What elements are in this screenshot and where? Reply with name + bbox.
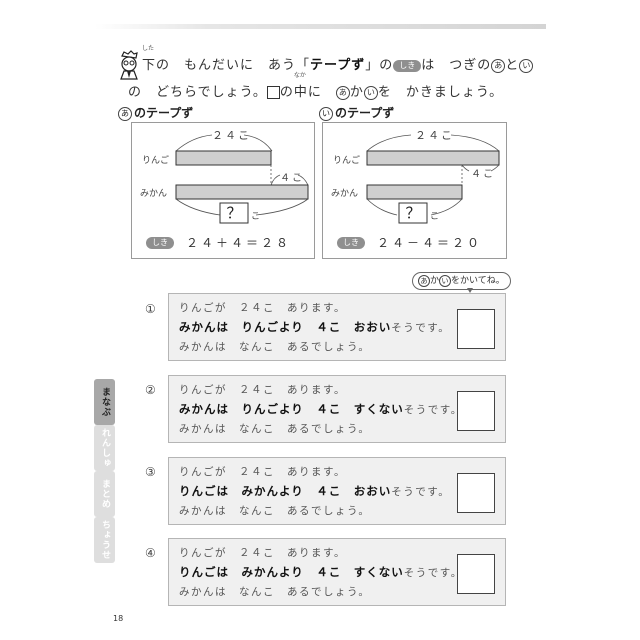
apple-label: りんご xyxy=(142,156,170,166)
tab-chousen[interactable]: ちょうせん xyxy=(79,517,115,563)
diagram-title-text: のテープず xyxy=(134,106,194,120)
instruction-part: 」の xyxy=(365,58,394,73)
furigana: した xyxy=(142,45,155,52)
tape-diagram-i xyxy=(366,134,500,224)
mascot-icon xyxy=(120,50,138,80)
diagram-i-title: いのテープず xyxy=(319,104,394,121)
furigana: なか xyxy=(293,72,306,79)
diagram-title-text: のテープず xyxy=(335,106,395,120)
question-line: りんごが ２４こ あります。 xyxy=(179,547,346,559)
equation-text: ２４－４＝２０ xyxy=(377,236,483,250)
shiki-badge: しき xyxy=(393,59,422,72)
apple-label: りんご xyxy=(333,156,361,166)
answer-box-4[interactable] xyxy=(457,554,495,594)
kanji-shita: 下 xyxy=(142,58,157,73)
shiki-badge: しき xyxy=(146,237,174,249)
instruction-text: 下したの もんだいに あう「テープず」のしきは つぎのあとい の どちらでしょう… xyxy=(128,45,534,106)
instruction-part: と xyxy=(505,58,520,73)
difference-label: ４こ xyxy=(280,173,304,184)
mark-i-icon: い xyxy=(319,106,333,121)
tab-matome[interactable]: まとめ xyxy=(94,471,115,517)
hint-text: か xyxy=(430,276,440,286)
question-key-text: みかんは りんごより ４こ おおい xyxy=(179,320,392,334)
orange-label: みかん xyxy=(140,189,168,199)
unknown-mark: ？ xyxy=(405,204,421,222)
question-key-text: りんごは みかんより ４こ おおい xyxy=(179,484,392,498)
question-line: みかんは なんこ あるでしょう。 xyxy=(179,341,371,353)
question-line: りんごが ２４こ あります。 xyxy=(179,384,346,396)
tab-renshuu[interactable]: れんしゅう xyxy=(79,425,115,471)
question-key-text: りんごは みかんより ４こ すくない xyxy=(179,565,404,579)
unit-label: こ xyxy=(430,212,440,222)
question-line: そうです。 xyxy=(403,404,463,416)
orange-label: みかん xyxy=(331,189,359,199)
mark-i-icon: い xyxy=(363,85,378,100)
instruction-part: か xyxy=(349,85,364,100)
tab-manabu[interactable]: まなぶ xyxy=(94,379,115,425)
question-line: りんごが ２４こ あります。 xyxy=(179,466,346,478)
total-label: ２４こ xyxy=(415,129,454,142)
question-line: みかんは なんこ あるでしょう。 xyxy=(179,423,371,435)
header-bar xyxy=(95,24,546,29)
question-4: りんごが ２４こ あります。 りんごは みかんより ４こ すくないそうです。 み… xyxy=(168,538,506,606)
instruction-part: に xyxy=(307,85,336,100)
difference-label: ４こ xyxy=(471,169,495,180)
question-3: りんごが ２４こ あります。 りんごは みかんより ４こ おおいそうです。 みか… xyxy=(168,457,506,525)
tape-diagram-a xyxy=(175,134,309,224)
question-1: りんごが ２４こ あります。 みかんは りんごより ４こ おおいそうです。 みか… xyxy=(168,293,506,361)
question-number: ④ xyxy=(145,546,156,560)
shiki-badge: しき xyxy=(337,237,365,249)
question-number: ① xyxy=(145,302,156,316)
instruction-part: は つぎの xyxy=(421,58,492,73)
mark-a-icon: あ xyxy=(335,85,350,100)
question-line: みかんは なんこ あるでしょう。 xyxy=(179,586,371,598)
question-line: そうです。 xyxy=(403,567,463,579)
diagram-a-panel: ２４こ りんご みかん ４こ ？ こ しき ２４＋４＝２８ xyxy=(131,122,315,259)
answer-box-1[interactable] xyxy=(457,309,495,349)
kanji-naka: 中 xyxy=(293,85,308,100)
bubble-tail xyxy=(467,288,473,293)
answer-square-icon xyxy=(266,86,280,99)
mark-i-icon: い xyxy=(439,274,452,287)
unit-label: こ xyxy=(251,212,261,222)
question-number: ③ xyxy=(145,465,156,479)
question-key-text: みかんは りんごより ４こ すくない xyxy=(179,402,404,416)
instruction-bold: テープず xyxy=(310,58,366,73)
equation-text: ２４＋４＝２８ xyxy=(186,236,292,250)
question-line: そうです。 xyxy=(391,322,451,334)
instruction-part: の もんだいに あう「 xyxy=(156,58,311,73)
mark-a-icon: あ xyxy=(118,106,132,121)
question-line: りんごが ２４こ あります。 xyxy=(179,302,346,314)
answer-box-2[interactable] xyxy=(457,391,495,431)
question-2: りんごが ２４こ あります。 みかんは りんごより ４こ すくないそうです。 み… xyxy=(168,375,506,443)
unknown-mark: ？ xyxy=(226,204,242,222)
hint-bubble: あかいをかいてね。 xyxy=(412,272,511,290)
question-number: ② xyxy=(145,383,156,397)
question-line: みかんは なんこ あるでしょう。 xyxy=(179,505,371,517)
page-number: 18 xyxy=(113,614,124,623)
instruction-part: の xyxy=(279,85,294,100)
diagram-i-panel: ２４こ りんご みかん ４こ ？ こ しき ２４－４＝２０ xyxy=(322,122,507,259)
instruction-part: を かきましょう。 xyxy=(377,85,504,100)
instruction-part: の どちらでしょう。 xyxy=(128,85,267,100)
answer-box-3[interactable] xyxy=(457,473,495,513)
diagram-a-title: あのテープず xyxy=(118,104,193,121)
mark-i-icon: い xyxy=(519,58,534,73)
mark-a-icon: あ xyxy=(491,58,506,73)
total-label: ２４こ xyxy=(212,129,251,142)
hint-text: をかいてね。 xyxy=(451,276,505,286)
question-line: そうです。 xyxy=(391,486,451,498)
mark-a-icon: あ xyxy=(418,274,430,287)
